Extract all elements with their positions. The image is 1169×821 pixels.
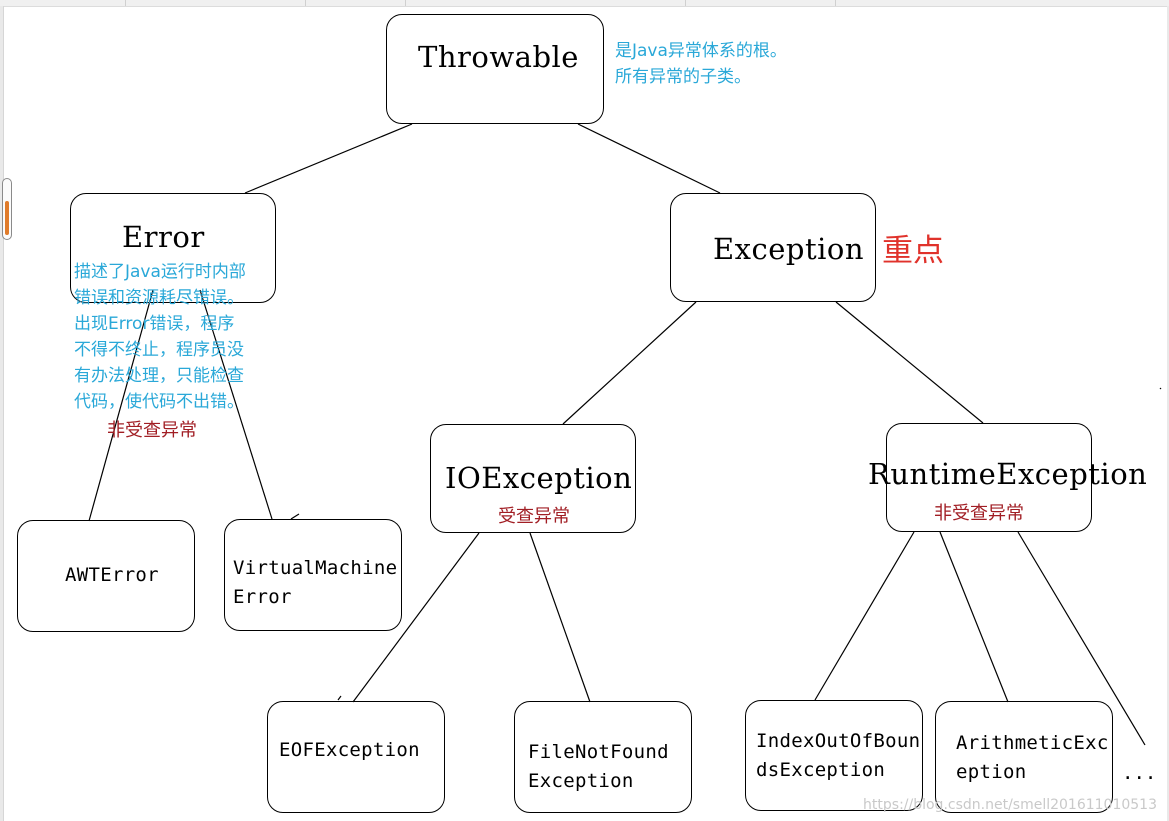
throwable-note-line1: 是Java异常体系的根。: [615, 41, 787, 61]
top-strip-divider: [305, 0, 306, 6]
node-arith-label-line1: ArithmeticExc: [956, 732, 1109, 754]
node-arith-label-line2: eption: [956, 761, 1027, 783]
stray-mark: [1159, 387, 1162, 390]
edge-exception-ioexception: [562, 301, 697, 425]
node-runtimeexception-label: RuntimeException: [868, 457, 1148, 491]
node-ioexception-label: IOException: [445, 461, 633, 495]
zoom-slider[interactable]: [2, 178, 12, 240]
node-fnf-label-line1: FileNotFound: [528, 741, 669, 763]
edge-exception-runtime: [835, 301, 984, 424]
edge-ioexception-eof: [352, 532, 480, 703]
top-strip-divider: [125, 0, 126, 6]
throwable-note-line2: 所有异常的子类。: [615, 67, 751, 87]
node-error-label: Error: [122, 220, 205, 254]
top-strip-divider: [685, 0, 686, 6]
node-exception: [670, 193, 876, 302]
edge-runtime-arith: [939, 531, 1009, 703]
node-vm-label-line1: VirtualMachine: [233, 557, 398, 579]
right-edge: [1167, 6, 1169, 821]
edge-error-vmerror: [199, 289, 273, 520]
ioexception-checked-note: 受查异常: [498, 506, 570, 527]
error-unchecked-note: 非受查异常: [107, 420, 197, 441]
stray-mark: [290, 513, 300, 520]
source-watermark: https://blog.csdn.net/smell201611010513: [863, 797, 1157, 813]
node-eofexception: [267, 701, 445, 813]
top-strip-divider: [835, 0, 836, 6]
node-vm-label-line2: Error: [233, 586, 292, 608]
node-exception-label: Exception: [713, 232, 865, 266]
node-arithmeticexception: [935, 701, 1113, 813]
edge-runtime-more: [1017, 531, 1146, 746]
window-top-strip: [0, 0, 1169, 7]
node-runtimeexception: [886, 423, 1092, 532]
node-awterror: [17, 520, 195, 632]
more-subclasses-ellipsis: ...: [1122, 762, 1157, 784]
node-fnf-label-line2: Exception: [528, 770, 634, 792]
exception-key-note: 重点: [882, 233, 944, 269]
edge-throwable-exception: [577, 123, 721, 194]
runtime-unchecked-note: 非受查异常: [934, 503, 1024, 524]
edge-throwable-error: [244, 123, 413, 194]
node-ioob-label-line2: dsException: [756, 759, 886, 781]
node-ioexception: [430, 424, 636, 533]
edge-error-awterror: [88, 289, 154, 522]
edge-runtime-ioob: [814, 531, 915, 701]
node-ioob-label-line1: IndexOutOfBoun: [756, 730, 921, 752]
node-filenotfoundexception: [514, 701, 692, 813]
stray-mark: [337, 695, 342, 701]
left-edge: [0, 6, 4, 821]
node-eof-label: EOFException: [279, 739, 420, 761]
node-indexoutofboundsexception: [745, 700, 923, 811]
edge-ioexception-fnf: [529, 532, 591, 703]
zoom-slider-thumb[interactable]: [5, 201, 9, 235]
error-description-note: 描述了Java运行时内部 错误和资源耗尽错误。 出现Error错误，程序 不得不…: [74, 262, 246, 412]
top-strip-divider: [405, 0, 406, 6]
node-error: [70, 193, 276, 303]
node-virtualmachineerror: [224, 519, 402, 631]
node-awterror-label: AWTError: [65, 564, 159, 586]
node-throwable-label: Throwable: [418, 40, 579, 74]
node-throwable: [386, 14, 604, 124]
